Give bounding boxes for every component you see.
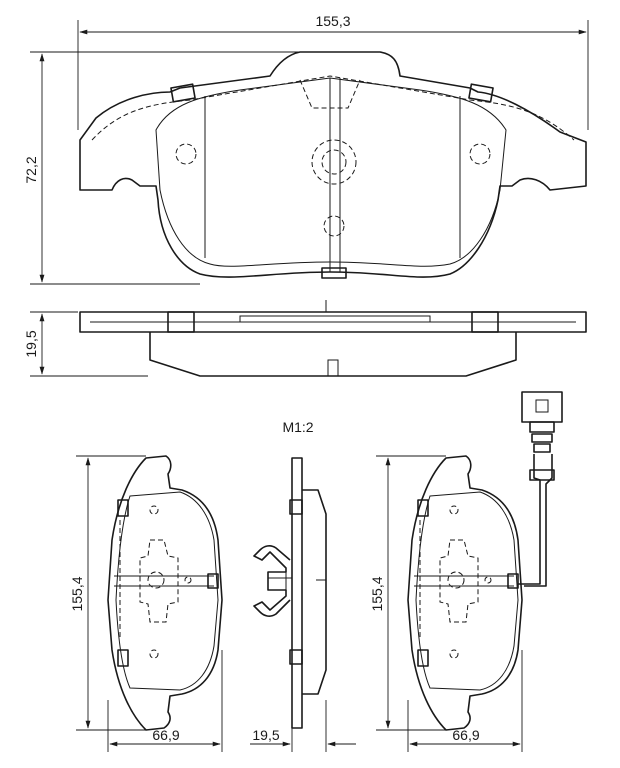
left-pad-clip-bottom [117, 649, 129, 667]
right-pad-clip-side [507, 573, 519, 589]
piston-hole [311, 139, 357, 185]
lining-hidden-contour [91, 75, 575, 141]
right-pad-hidden-shape [439, 539, 479, 623]
backing-plate-outline [79, 51, 587, 278]
right-pad-view [407, 455, 523, 731]
dimension-profile-thickness: 19,5 [250, 700, 356, 752]
left-pad-center-hole [147, 571, 165, 589]
right-pad-clip-bottom [417, 649, 429, 667]
right-pad-center-hole [447, 571, 465, 589]
dimension-side-thickness: 19,5 [23, 311, 148, 377]
dim-label-left-pad-width: 66,9 [152, 727, 179, 743]
left-pad-view [107, 455, 223, 731]
wear-sensor [518, 391, 563, 587]
dimension-left-pad-width: 66,9 [107, 650, 223, 752]
left-pad-clip-top [117, 499, 129, 517]
wear-sensor-grommet [529, 469, 555, 481]
clip-bottom [321, 267, 347, 279]
friction-lining-outline [155, 77, 507, 267]
dim-label-side-thickness: 19,5 [23, 330, 39, 357]
side-backing-plate [79, 311, 587, 333]
dim-label-right-pad-height: 155,4 [369, 576, 385, 611]
profile-clip-bottom [289, 649, 303, 665]
left-pad-backing-plate [107, 455, 223, 731]
profile-backing-plate [291, 457, 303, 729]
wear-sensor-cable [518, 454, 541, 585]
dimension-top-height: 72,2 [23, 51, 300, 285]
profile-view [253, 457, 327, 729]
left-pad-lining [115, 491, 219, 691]
left-pad-clip-side [207, 573, 219, 589]
right-pad-clip-top [417, 499, 429, 517]
wear-sensor-connector [521, 391, 563, 423]
clip-right [468, 83, 494, 103]
dim-label-top-height: 72,2 [23, 156, 39, 183]
dim-label-right-pad-width: 66,9 [452, 727, 479, 743]
hole-right [469, 143, 491, 165]
left-pad-hidden-shape [139, 539, 179, 623]
pad-front-view [79, 51, 587, 279]
dim-label-profile-thickness: 19,5 [252, 727, 279, 743]
side-center-slot [327, 359, 339, 377]
side-clip-left [167, 311, 195, 333]
scale-label: M1:2 [282, 419, 313, 435]
profile-clip-top [289, 499, 303, 515]
right-pad-lining [415, 491, 519, 691]
dim-label-top-width: 155,3 [315, 13, 350, 29]
dimension-right-pad-width: 66,9 [407, 650, 523, 752]
side-friction-lining [149, 332, 517, 377]
dimension-right-pad-height: 155,4 [369, 455, 446, 731]
spring-clip-body [267, 571, 287, 591]
dimension-top-width: 155,3 [77, 13, 589, 130]
dimension-left-pad-height: 155,4 [69, 455, 146, 731]
pin-hole [323, 215, 345, 237]
spring-clip [253, 545, 291, 617]
profile-friction-lining [302, 489, 327, 695]
dim-label-left-pad-height: 155,4 [69, 576, 85, 611]
side-clip-right [471, 311, 499, 333]
side-spring [239, 315, 431, 323]
pad-side-view [79, 300, 587, 377]
right-pad-backing-plate [407, 455, 523, 731]
hole-left [175, 143, 197, 165]
clip-left [170, 83, 196, 103]
